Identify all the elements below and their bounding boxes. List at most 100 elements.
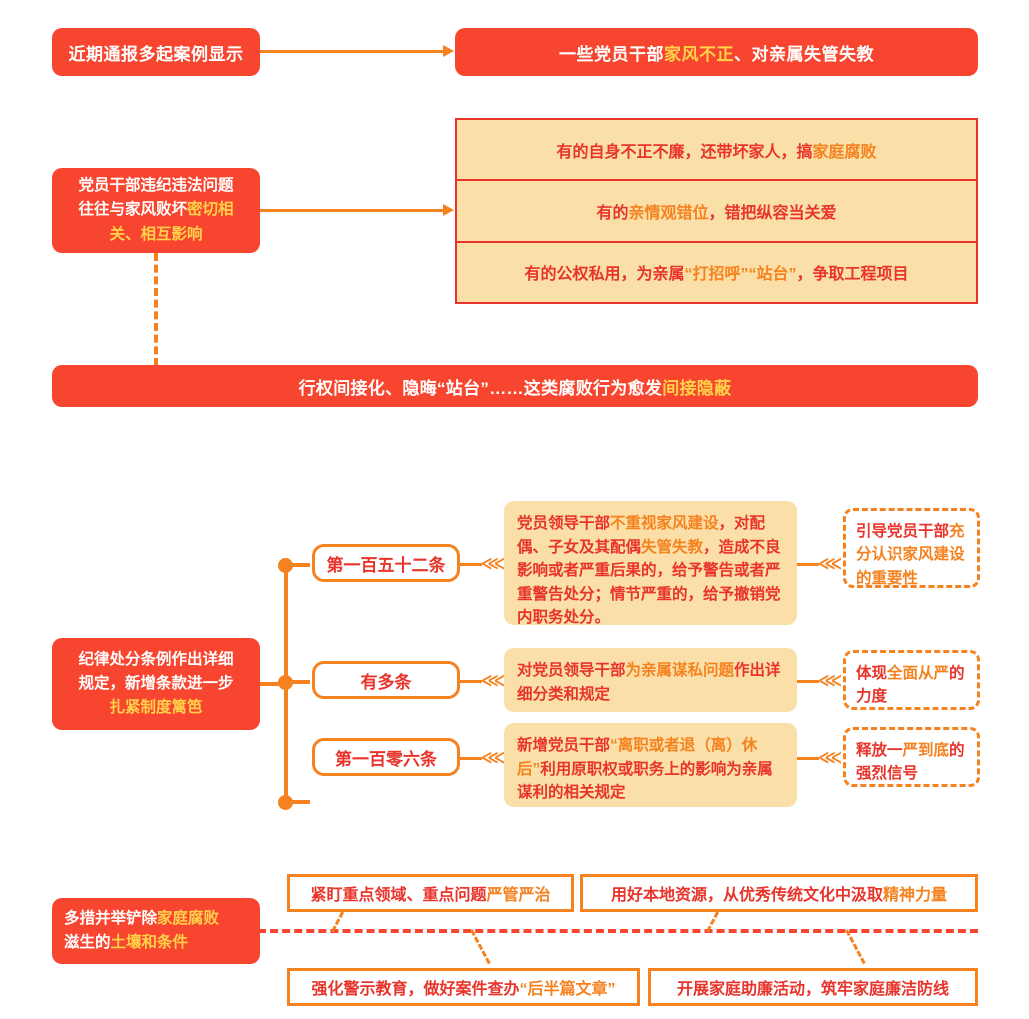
section3-source-hl3: 扎紧制度篱笆 (109, 699, 203, 716)
branch3-connector (460, 757, 482, 760)
section2-banner-highlight: 间接隐蔽 (662, 378, 732, 398)
branch-twig-3 (292, 800, 310, 804)
section4-source-box: 多措并举铲除家庭腐败 滋生的土壤和条件 (52, 898, 260, 964)
branch-node-1[interactable]: 第一百五十二条 (312, 544, 460, 582)
branch-outcome-3: 释放一严到底的强烈信号 (843, 727, 980, 787)
section4-source-hl2: 土壤和条件 (110, 934, 189, 951)
measure-box-bottom-2: 开展家庭助廉活动，筑牢家庭廉洁防线 (648, 968, 978, 1006)
section2-source-hl2: 密切相 (187, 201, 234, 219)
section2-source-hl3: 关、相互影响 (109, 225, 203, 243)
table-row: 有的自身不正不廉，还带坏家人，搞家庭腐败 (457, 120, 976, 182)
row2-part1: 有的 (596, 204, 629, 222)
outcome1-hl: 充分认识家风建设的重要性 (856, 523, 965, 587)
outcome1-p1: 引导党员干部 (856, 523, 950, 540)
branch-dot-3 (278, 795, 293, 810)
section1-source-label: 近期通报多起案例显示 (68, 44, 244, 64)
row3-part1: 有的公权私用，为亲属 (524, 266, 685, 284)
branch3-outcome-connector (797, 757, 819, 760)
card3-hl1: “离职或者退（离）休后” (517, 737, 758, 778)
outcome3-p2: 的强烈信号 (856, 742, 965, 783)
branch-twig-1 (292, 563, 310, 567)
branch3-chevron-icon: ⋘ (481, 748, 505, 767)
branch-card-1: 党员领导干部不重视家风建设，对配偶、子女及其配偶失管失教，造成不良影响或者严重后… (504, 501, 797, 627)
row2-part2: ，错把纵容当关爱 (708, 204, 837, 222)
outcome3-p1: 释放一 (856, 742, 903, 759)
section1-connector-line (260, 50, 446, 53)
branch2-outcome-connector (797, 680, 819, 683)
card2-p1: 对党员领导干部 (517, 662, 626, 679)
branch1-outcome-connector (797, 563, 819, 566)
card1-p3: ，造成不良影响或者严重后果的，给予警告或者严重警告处分；情节严重的，给予撤销党内… (517, 538, 781, 627)
outcome2-p1: 体现 (856, 665, 888, 682)
card2-p2: 作出详细分类和规定 (517, 662, 781, 703)
table-row: 有的公权私用，为亲属“打招呼”“站台”，争取工程项目 (457, 243, 976, 302)
section2-banner-part1: 行权间接化、隐晦“站台”……这类腐败行为愈发 (298, 378, 663, 398)
branch-dot-1 (278, 558, 293, 573)
section4-spine (258, 929, 978, 933)
branch-node-2[interactable]: 有多条 (312, 661, 460, 699)
branch-outcome-1: 引导党员干部充分认识家风建设的重要性 (843, 508, 980, 588)
measure-box-top-2: 用好本地资源，从优秀传统文化中汲取精神力量 (580, 874, 978, 912)
branch2-outcome-chevron-icon: ⋘ (818, 671, 842, 690)
branch1-outcome-chevron-icon: ⋘ (818, 554, 842, 573)
measure-top2-p1: 用好本地资源，从优秀传统文化中汲取 (610, 887, 883, 904)
measure-box-top-1: 紧盯重点领域、重点问题严管严治 (287, 874, 574, 912)
section1-banner: 一些党员干部家风不正、对亲属失管失教 (455, 28, 978, 76)
section1-arrow-icon (443, 45, 454, 57)
outcome2-hl: 全面从严 (887, 665, 950, 682)
section1-banner-part2: 、对亲属失管失教 (734, 44, 874, 64)
measure-box-bottom-1: 强化警示教育，做好案件查办“后半篇文章” (287, 968, 640, 1006)
table-row: 有的亲情观错位，错把纵容当关爱 (457, 181, 976, 243)
branch-twig-2 (292, 680, 310, 684)
section2-banner: 行权间接化、隐晦“站台”……这类腐败行为愈发间接隐蔽 (52, 365, 978, 407)
measure-bot2-p1: 开展家庭助廉活动，筑牢家庭廉洁防线 (676, 981, 949, 998)
card1-hl2: 失管失教 (641, 538, 704, 556)
branch-node-2-label: 有多条 (360, 672, 412, 692)
outcome2-p2: 的力度 (856, 665, 965, 706)
measure-bot1-p1: 强化警示教育，做好案件查办 (311, 981, 520, 998)
row1-highlight: 家庭腐败 (812, 143, 877, 161)
card2-hl1: 为亲属谋私问题 (625, 662, 735, 679)
section1-source-box: 近期通报多起案例显示 (52, 28, 260, 76)
measure-bot1-hl: “后半篇文章” (519, 981, 616, 998)
section1-banner-part1: 一些党员干部 (559, 44, 664, 64)
measure-top1-p1: 紧盯重点领域、重点问题 (310, 887, 487, 904)
section2-arrow-icon (443, 204, 454, 216)
section1-banner-highlight: 家风不正 (664, 44, 734, 64)
branch-outcome-2: 体现全面从严的力度 (843, 650, 980, 710)
branch-node-1-label: 第一百五十二条 (326, 555, 446, 575)
section3-stem-line (260, 682, 288, 686)
section2-table: 有的自身不正不廉，还带坏家人，搞家庭腐败 有的亲情观错位，错把纵容当关爱 有的公… (455, 118, 978, 304)
section3-source-line2: 规定，新增条款进一步 (78, 674, 234, 692)
card1-p1: 党员领导干部 (517, 515, 611, 532)
section3-source-box: 纪律处分条例作出详细 规定，新增条款进一步 扎紧制度篱笆 (52, 638, 260, 730)
section4-diagonal-4 (845, 929, 866, 965)
section4-source-line1: 多措并举铲除 (64, 909, 158, 927)
measure-top2-hl: 精神力量 (883, 887, 948, 904)
branch1-chevron-icon: ⋘ (481, 554, 505, 573)
section2-dashed-connector (154, 253, 158, 366)
section2-source-box: 党员干部违纪违法问题 往往与家风败坏密切相 关、相互影响 (52, 168, 260, 253)
section4-diagonal-2 (470, 929, 491, 965)
branch1-connector (460, 563, 482, 566)
section4-source-hl1: 家庭腐败 (157, 909, 220, 927)
branch-card-2: 对党员领导干部为亲属谋私问题作出详细分类和规定 (504, 648, 797, 712)
row3-part2: ，争取工程项目 (796, 266, 909, 284)
section3-source-line1: 纪律处分条例作出详细 (78, 650, 234, 668)
section2-source-line2: 往往与家风败坏 (78, 201, 187, 219)
card1-p2: ，对配偶、子女及其配偶 (517, 515, 766, 556)
section2-source-line1: 党员干部违纪违法问题 (78, 177, 234, 195)
branch-node-3-label: 第一百零六条 (335, 749, 437, 769)
card3-p2: 利用原职权或职务上的影响为亲属谋利的相关规定 (517, 760, 773, 802)
outcome3-hl: 严到底 (902, 742, 950, 759)
row2-highlight: 亲情观错位 (628, 204, 709, 222)
row3-highlight: “打招呼”“站台” (684, 266, 797, 284)
card3-p1: 新增党员干部 (517, 737, 611, 754)
branch-dot-2 (278, 675, 293, 690)
branch-node-3[interactable]: 第一百零六条 (312, 738, 460, 776)
row1-part1: 有的自身不正不廉，还带坏家人，搞 (556, 143, 813, 161)
card1-hl1: 不重视家风建设 (610, 515, 719, 532)
branch2-connector (460, 680, 482, 683)
measure-top1-hl: 严管严治 (486, 887, 551, 904)
